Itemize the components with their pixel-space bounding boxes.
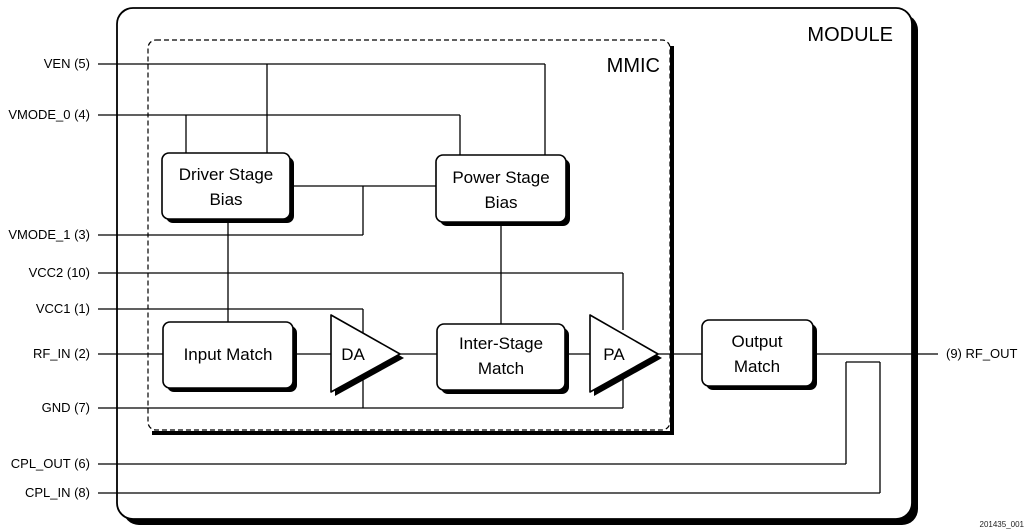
output-match-line1: Output xyxy=(731,332,782,351)
pin-vmode0: VMODE_0 (4) xyxy=(8,107,90,122)
pin-rf-out: (9) RF_OUT xyxy=(946,346,1018,361)
input-match-block: Input Match xyxy=(162,321,297,392)
output-match-block: Output Match xyxy=(701,319,817,390)
module-frame xyxy=(116,7,918,525)
figure-id: 201435_001 xyxy=(980,520,1025,529)
input-match-label: Input Match xyxy=(184,345,273,364)
pin-rf-in: RF_IN (2) xyxy=(33,346,90,361)
pin-vmode1: VMODE_1 (3) xyxy=(8,227,90,242)
inter-stage-match-block: Inter-Stage Match xyxy=(436,323,569,394)
driver-stage-bias-block: Driver Stage Bias xyxy=(161,152,294,223)
pin-gnd: GND (7) xyxy=(42,400,90,415)
module-title: MODULE xyxy=(807,24,893,46)
pin-vcc2: VCC2 (10) xyxy=(29,265,90,280)
pin-labels: VEN (5) VMODE_0 (4) VMODE_1 (3) VCC2 (10… xyxy=(8,56,1017,500)
power-stage-bias-block: Power Stage Bias xyxy=(435,154,570,226)
inter-stage-line1: Inter-Stage xyxy=(459,334,543,353)
inter-stage-line2: Match xyxy=(478,359,524,378)
wiring xyxy=(98,63,938,494)
pin-cpl-out: CPL_OUT (6) xyxy=(11,456,90,471)
power-bias-line2: Bias xyxy=(484,193,517,212)
power-bias-line1: Power Stage xyxy=(452,168,549,187)
driver-bias-line2: Bias xyxy=(209,190,242,209)
pa-label: PA xyxy=(603,345,625,364)
pin-cpl-in: CPL_IN (8) xyxy=(25,485,90,500)
pa-amplifier: PA xyxy=(589,314,662,396)
pin-vcc1: VCC1 (1) xyxy=(36,301,90,316)
pin-ven: VEN (5) xyxy=(44,56,90,71)
output-match-line2: Match xyxy=(734,357,780,376)
da-amplifier: DA xyxy=(330,314,404,396)
mmic-title: MMIC xyxy=(607,55,660,77)
driver-bias-line1: Driver Stage xyxy=(179,165,273,184)
da-label: DA xyxy=(341,345,365,364)
